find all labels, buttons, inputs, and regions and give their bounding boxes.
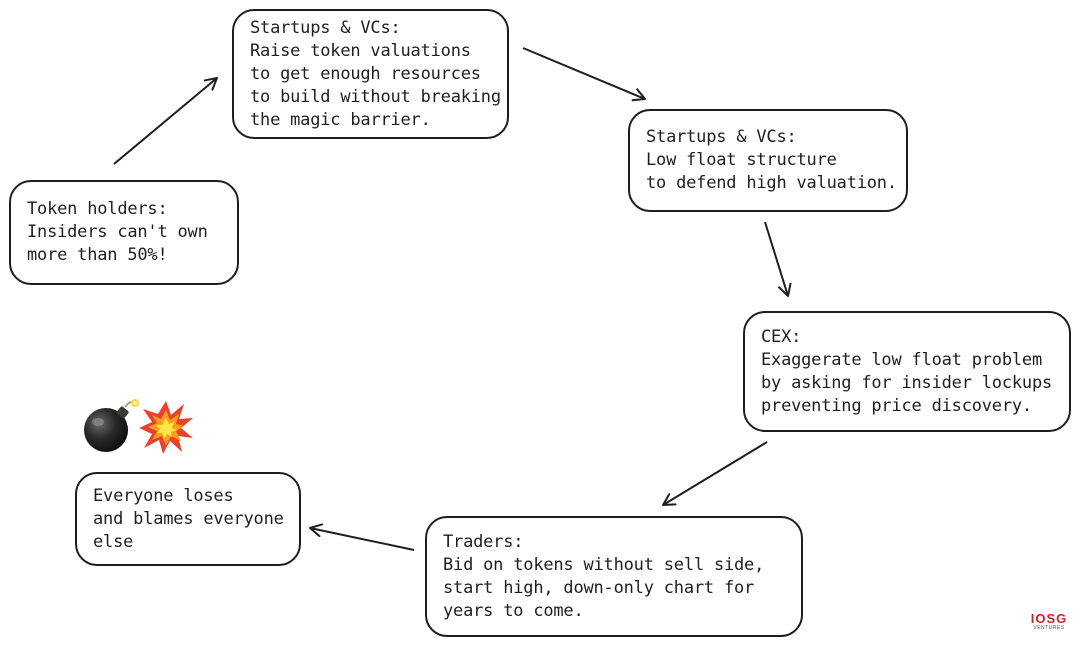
arrow-traders-to-loses [309,523,415,551]
arrow-raise-to-lowfloat [522,47,646,102]
node-traders-text: Traders: Bid on tokens without sell side… [443,531,765,621]
node-token-holders: Token holders: Insiders can't own more t… [9,180,239,285]
node-startups-low-float-text: Startups & VCs: Low float structure to d… [646,127,897,193]
node-startups-raise: Startups & VCs: Raise token valuations t… [232,9,509,139]
explosion-icon [139,401,193,454]
node-startups-raise-text: Startups & VCs: Raise token valuations t… [250,17,501,130]
bomb-icon [84,399,139,452]
node-traders: Traders: Bid on tokens without sell side… [425,516,803,637]
node-startups-low-float: Startups & VCs: Low float structure to d… [628,109,908,212]
arrow-holders-to-raise [113,77,218,165]
node-everyone-loses: Everyone loses and blames everyone else [75,472,301,566]
node-token-holders-text: Token holders: Insiders can't own more t… [27,199,208,265]
node-cex: CEX: Exaggerate low float problem by ask… [743,311,1071,432]
iosg-ventures-logo: IOSG VENTURES [1024,612,1074,631]
arrow-cex-to-traders [662,441,768,506]
arrow-lowfloat-to-cex [764,221,792,297]
logo-main-text: IOSG [1030,611,1068,626]
logo-sub-text: VENTURES [1033,625,1065,631]
node-everyone-loses-text: Everyone loses and blames everyone else [93,485,284,552]
node-cex-text: CEX: Exaggerate low float problem by ask… [761,326,1053,416]
